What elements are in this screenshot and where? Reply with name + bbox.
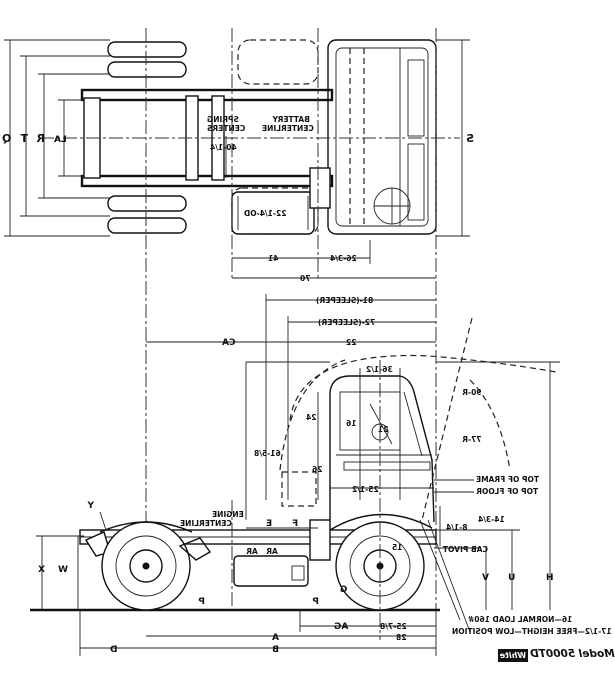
dim-r-label: R bbox=[36, 132, 45, 145]
dim-22-label: 22 bbox=[346, 338, 356, 347]
front-wheel bbox=[329, 513, 433, 611]
dim-e-label: E bbox=[266, 519, 272, 529]
tilt-arc-2 bbox=[469, 379, 511, 471]
dim-26-label: 26-3/4 bbox=[330, 254, 357, 263]
dim-g-label: G bbox=[340, 585, 347, 595]
dim-36-label: 36-1/2 bbox=[366, 365, 393, 374]
battery-side bbox=[309, 519, 331, 561]
model-title: Model 5000TD bbox=[530, 648, 615, 660]
dim-b-label: B bbox=[272, 645, 279, 655]
dim-p-label: P bbox=[312, 597, 319, 607]
dim-40-label: 40-1/4 bbox=[210, 143, 237, 152]
side-view: 81-(SLEEPER) 72-(SLEEPER) CA 22 90-R 77-… bbox=[30, 294, 612, 656]
dim-p2-label: P bbox=[198, 597, 205, 607]
tilt-line-1 bbox=[421, 317, 473, 521]
normal-load-label: 16—NORMAL LOAD 160# bbox=[468, 615, 572, 624]
dim-f-label: F bbox=[292, 519, 298, 529]
dim-77r-label: 77-R bbox=[462, 435, 482, 444]
battery-box bbox=[309, 167, 331, 209]
top-of-floor-label: TOP OF FLOOR bbox=[476, 487, 538, 496]
battery-centerline-label-2: CENTERLINE bbox=[262, 124, 314, 133]
cab-pivot-label: CAB PIVOT bbox=[442, 545, 488, 554]
dim-x-label: X bbox=[38, 565, 45, 575]
cab-top bbox=[327, 39, 437, 235]
vertical-dims bbox=[36, 361, 560, 610]
dim-a-label: A bbox=[272, 633, 279, 643]
dim-70-label: 70 bbox=[300, 274, 310, 283]
top-bottom-dims bbox=[232, 240, 436, 279]
dim-ag-label: AG bbox=[334, 622, 348, 632]
engine-centerline-label-1: ENGINE bbox=[212, 510, 244, 519]
title-block: White Model 5000TD bbox=[498, 646, 615, 666]
battery-centerline-label-1: BATTERY bbox=[272, 115, 310, 124]
dim-t-label: T bbox=[20, 132, 28, 145]
dim-v-label: V bbox=[482, 573, 489, 583]
fuel-tank-side bbox=[233, 555, 309, 587]
dim-8-label: 8-1/4 bbox=[446, 523, 468, 532]
tank-od-label: 22-1/4-OD bbox=[244, 209, 286, 218]
top-of-frame-label: TOP OF FRAME bbox=[476, 475, 539, 484]
engine-centerline-label-2: CENTERLINE bbox=[180, 519, 232, 528]
dim-la-label: LA bbox=[54, 135, 67, 145]
spring-centers-label-1: SPRING bbox=[207, 115, 239, 124]
sleeper-outline bbox=[279, 359, 346, 471]
dim-w-label: W bbox=[58, 565, 68, 575]
dim-h-label: H bbox=[546, 573, 554, 583]
note-leader-1 bbox=[419, 519, 461, 621]
dim-24-label: 24 bbox=[306, 413, 316, 422]
front-tire-top bbox=[237, 39, 319, 85]
dim-ar2-label: AR bbox=[266, 547, 278, 556]
dim-25b-label: 25-7/8 bbox=[380, 622, 407, 631]
dim-d-label: D bbox=[110, 645, 117, 655]
free-height-label: 17-1/2—FREE HEIGHT—LOW POSITION bbox=[452, 627, 612, 636]
level-lines bbox=[434, 479, 480, 549]
bottom-dims bbox=[79, 610, 437, 656]
step-outline bbox=[281, 471, 317, 507]
ca-label: CA bbox=[222, 338, 236, 348]
sleeper-81-label: 81-(SLEEPER) bbox=[316, 296, 373, 305]
dim-26b-label: 26 bbox=[312, 465, 322, 474]
top-view: Q T R LA S SPRING CENTERS BATTERY CENTER… bbox=[2, 28, 474, 610]
sleeper-72-label: 72-(SLEEPER) bbox=[318, 318, 375, 327]
dim-q-label: Q bbox=[2, 132, 11, 145]
dim-15-label: 15 bbox=[392, 543, 402, 552]
dim-21-label: 21 bbox=[378, 425, 388, 434]
dim-14-label: 14-3/4 bbox=[478, 515, 505, 524]
left-dims-top bbox=[4, 39, 110, 237]
truck-dimension-drawing: Q T R LA S SPRING CENTERS BATTERY CENTER… bbox=[2, 28, 612, 656]
dim-41-label: 41 bbox=[268, 254, 278, 263]
dim-90r-label: 90-R bbox=[462, 388, 482, 397]
dim-ar-label: AR bbox=[246, 547, 258, 556]
rear-tires-top bbox=[107, 41, 187, 234]
dim-61-label: 61-5/8 bbox=[254, 449, 281, 458]
dim-s-label: S bbox=[466, 132, 474, 145]
dim-16-label: 16 bbox=[346, 419, 356, 428]
spring-centers-label-2: CENTERS bbox=[207, 124, 245, 133]
brand-badge: White bbox=[498, 649, 528, 662]
note-leader-2 bbox=[427, 519, 471, 633]
rear-spring-bracket bbox=[178, 537, 212, 561]
fuel-outline-top bbox=[231, 187, 319, 235]
dim-u-label: U bbox=[508, 573, 515, 583]
dim-28-label: 28 bbox=[396, 633, 406, 642]
dim-25-label: 25-1/2 bbox=[352, 485, 379, 494]
rear-wheel bbox=[99, 521, 193, 611]
dim-y-label: Y bbox=[87, 501, 95, 511]
cab-side bbox=[329, 375, 435, 523]
